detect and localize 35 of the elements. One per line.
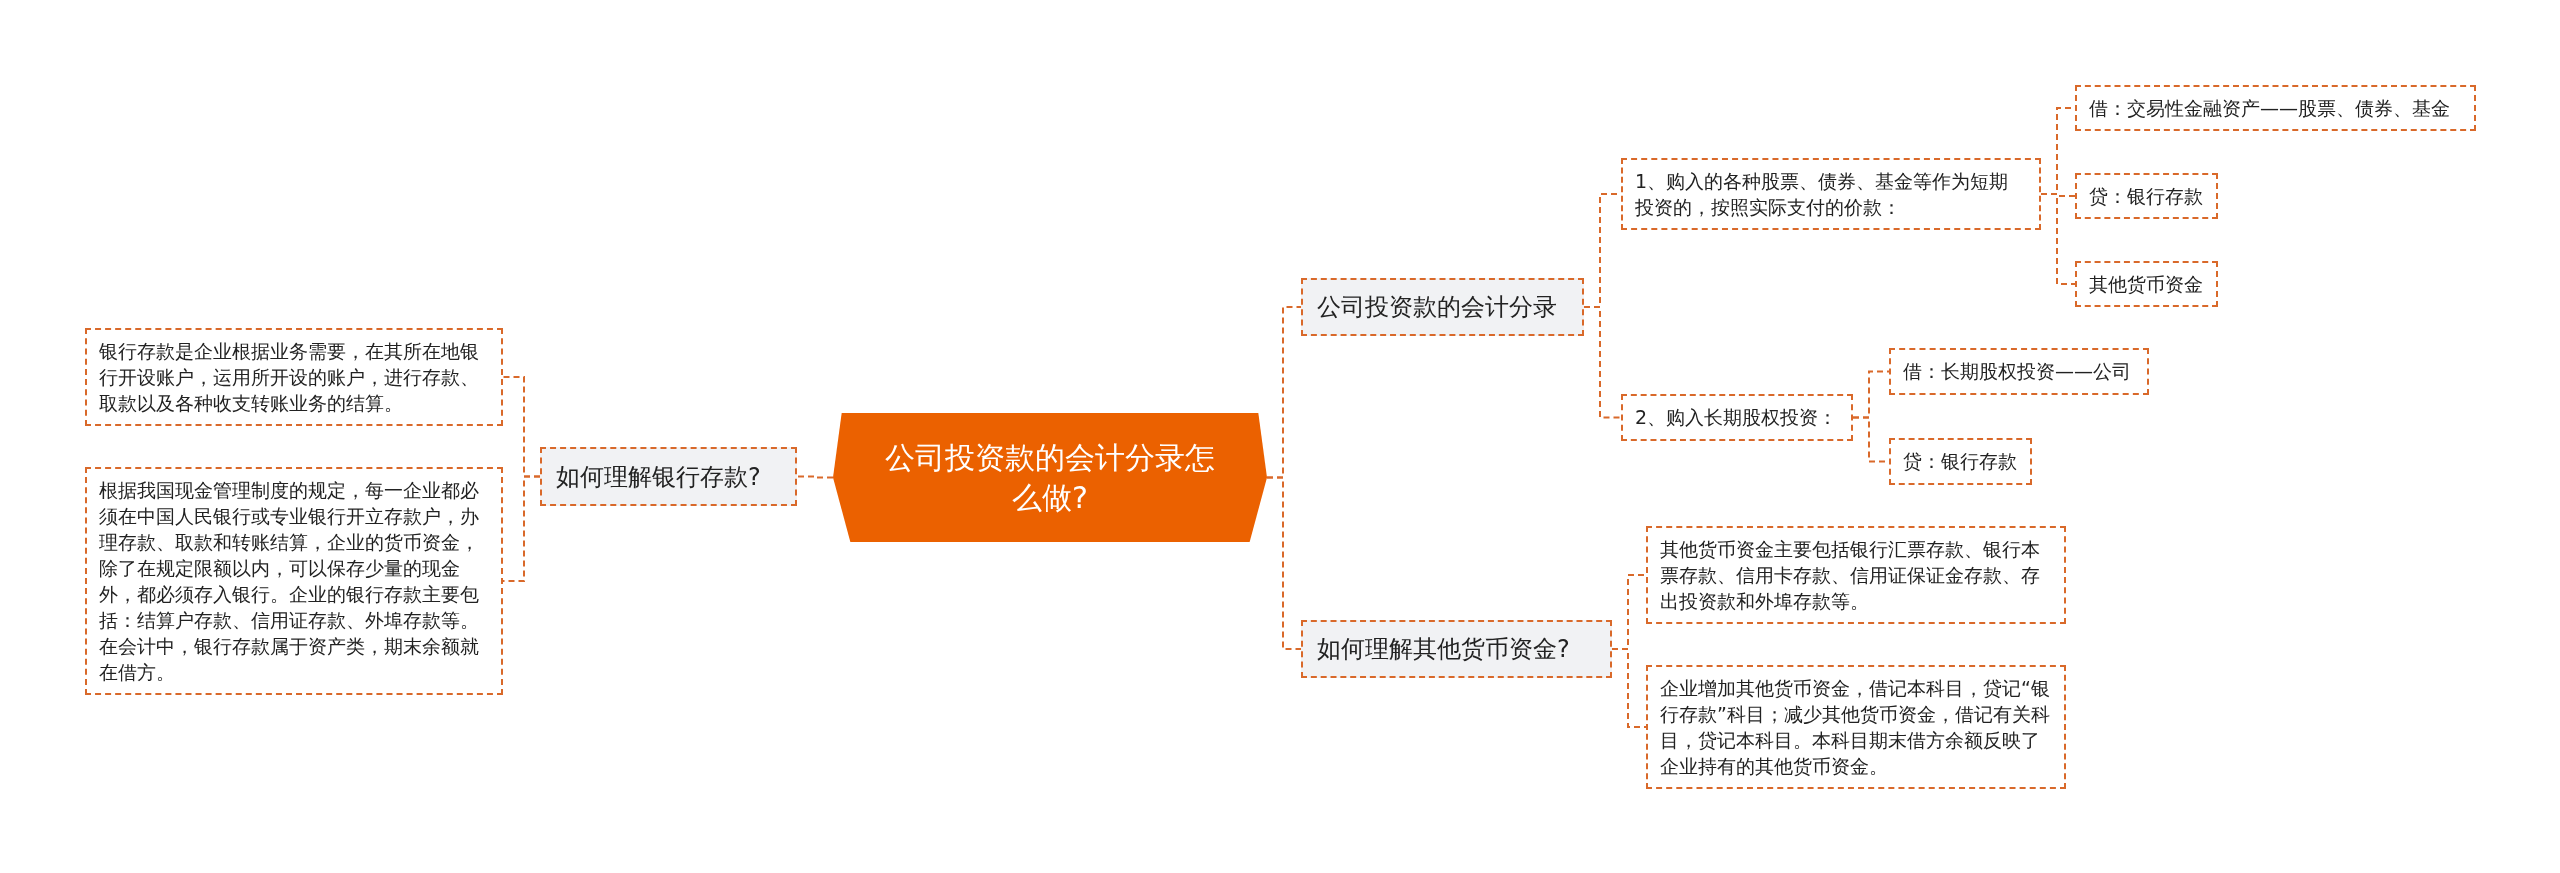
topic-text: 其他货币资金 (2089, 273, 2203, 295)
note-box (1621, 158, 2041, 230)
topic-text: 如何理解其他货币资金? (1317, 634, 1570, 665)
branch-topic-box (1301, 278, 1584, 336)
topic-text: 借：长期股权投资——公司 (1903, 360, 2131, 382)
topic-text: 1、购入的各种股票、债券、基金等作为短期投资的，按照实际支付的价款： (1635, 170, 2009, 218)
topic-text: 公司投资款的会计分录 (1317, 292, 1557, 323)
connector-line (2040, 193, 2076, 285)
note-box (2075, 173, 2218, 219)
topic-text: 根据我国现金管理制度的规定，每一企业都必须在中国人民银行或专业银行开立存款户，办理存款、取款和转账结算，企业的货币资金，除了在规定限额以内，可以保存少量的现金外，都必须存入银行。企业的银行存款主要包括：结算户存款、信用证存款、外埠存款等。在会计中，银行存款属于资产类，期末余额就在借方。 (99, 479, 479, 683)
topic-text: 贷：银行存款 (2089, 185, 2203, 207)
note-box (2075, 261, 2218, 307)
note-box (85, 467, 503, 695)
note-box (2075, 85, 2476, 131)
topic-text: 贷：银行存款 (1903, 450, 2017, 472)
note-box (1646, 526, 2066, 624)
connector-line (1266, 476, 1302, 650)
topic-text: 如何理解银行存款? (556, 461, 761, 493)
note-box (85, 328, 503, 426)
branch-topic-box (1301, 620, 1612, 678)
connector-line (1611, 648, 1647, 728)
topic-title: 公司投资款的会计分录怎么做? (884, 438, 1216, 517)
note-box (1889, 348, 2149, 395)
branch-topic-box (540, 447, 797, 506)
topic-text: 2、购入长期股权投资： (1635, 406, 1838, 428)
topic-text: 银行存款是企业根据业务需要，在其所在地银行开设账户，运用所开设的账户，进行存款、取款以及各种收支转账业务的结算。 (99, 340, 479, 414)
note-box (1646, 665, 2066, 789)
connector-line (796, 475, 834, 479)
topic-text: 其他货币资金主要包括银行汇票存款、银行本票存款、信用卡存款、信用证保证金存款、存出投资款和外埠存款等。 (1660, 538, 2040, 612)
topic-text: 借：交易性金融资产——股票、债券、基金 (2089, 97, 2450, 119)
note-box (1889, 438, 2032, 485)
central-topic-hexagon (833, 413, 1267, 542)
note-box (1621, 394, 1853, 441)
connector-line (1583, 306, 1622, 419)
topic-text: 企业增加其他货币资金，借记本科目，贷记“银行存款”科目；减少其他货币资金，借记有关科目，贷记本科目。本科目期末借方余额反映了企业持有的其他货币资金。 (1660, 677, 2050, 777)
